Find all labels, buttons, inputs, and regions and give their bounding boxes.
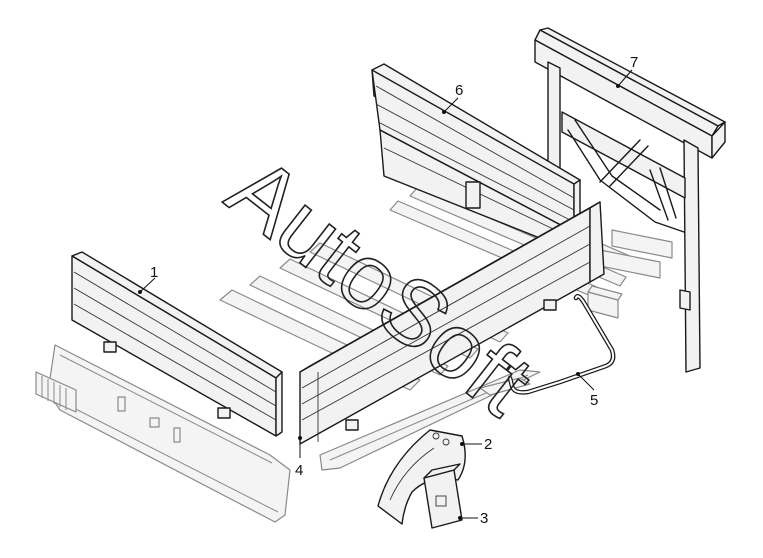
callout-label-2: 2: [484, 436, 492, 453]
callout-label-1: 1: [150, 264, 158, 281]
callout-1: 1: [138, 264, 158, 294]
callout-5: 5: [576, 372, 598, 409]
part-3-bracket: [423, 463, 463, 529]
part-6-front-board: [371, 63, 581, 251]
part-2-mudguard: [377, 429, 466, 525]
callout-3: 3: [458, 510, 488, 527]
callout-4: 4: [295, 436, 303, 479]
part-4-side-board: [299, 201, 605, 445]
callout-label-4: 4: [295, 462, 303, 479]
callout-7: 7: [616, 54, 638, 88]
callout-2: 2: [460, 436, 492, 453]
part-1-tailboard: [71, 251, 283, 437]
callout-label-5: 5: [590, 392, 598, 409]
callout-label-3: 3: [480, 510, 488, 527]
callout-label-6: 6: [455, 82, 463, 99]
part-7-headboard-frame: [534, 27, 726, 373]
callout-label-7: 7: [630, 54, 638, 71]
callout-6: 6: [442, 82, 463, 114]
part-5-rod: [507, 294, 616, 395]
